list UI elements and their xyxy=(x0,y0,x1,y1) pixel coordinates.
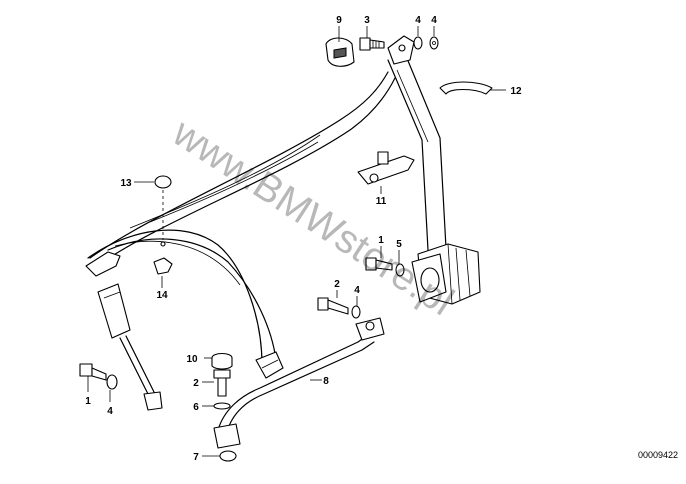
callout-7: 7 xyxy=(193,452,199,463)
callout-10: 10 xyxy=(186,354,198,365)
bolt-3-top xyxy=(359,37,385,51)
callout-4-top-a: 4 xyxy=(415,15,421,26)
watermark: www.BMWstore.pl xyxy=(164,110,461,324)
callout-13: 13 xyxy=(120,178,132,189)
upper-anchor xyxy=(387,35,415,65)
callout-14: 14 xyxy=(156,290,168,301)
callout-2-lower: 2 xyxy=(193,378,199,389)
callout-4-lower-left: 4 xyxy=(107,406,113,417)
bolt-2-right xyxy=(317,297,361,319)
callout-11: 11 xyxy=(376,196,387,207)
callout-5: 5 xyxy=(396,239,402,250)
bolt-1-lower-left xyxy=(79,363,118,390)
bolt-1-retractor xyxy=(365,257,405,277)
handle-12 xyxy=(439,81,493,95)
callout-2-right: 2 xyxy=(334,279,340,290)
washers-4-top xyxy=(413,36,439,50)
image-code: 00009422 xyxy=(638,450,678,460)
callout-4-right: 4 xyxy=(354,285,360,296)
callout-12: 12 xyxy=(510,86,522,97)
callout-1-retractor: 1 xyxy=(378,235,384,246)
callout-1-lower-left: 1 xyxy=(85,396,91,407)
callouts: 9 3 4 4 12 13 11 1 5 14 2 4 10 8 2 6 1 4… xyxy=(85,15,522,463)
cap-13 xyxy=(154,175,172,247)
cap-10-stack xyxy=(211,352,237,462)
nut-14 xyxy=(153,257,173,275)
anchor-bar xyxy=(213,317,385,449)
callout-4-top-b: 4 xyxy=(431,15,437,26)
callout-9: 9 xyxy=(336,15,342,26)
belt-retractor xyxy=(411,243,481,305)
callout-3: 3 xyxy=(364,15,370,26)
cover-part-9 xyxy=(325,37,355,67)
belt-buckle xyxy=(85,251,163,411)
seat-belt-webbing xyxy=(87,55,447,379)
guide-11 xyxy=(357,151,415,185)
callout-8: 8 xyxy=(323,376,329,387)
leader-lines xyxy=(87,26,506,457)
callout-6: 6 xyxy=(193,402,199,413)
